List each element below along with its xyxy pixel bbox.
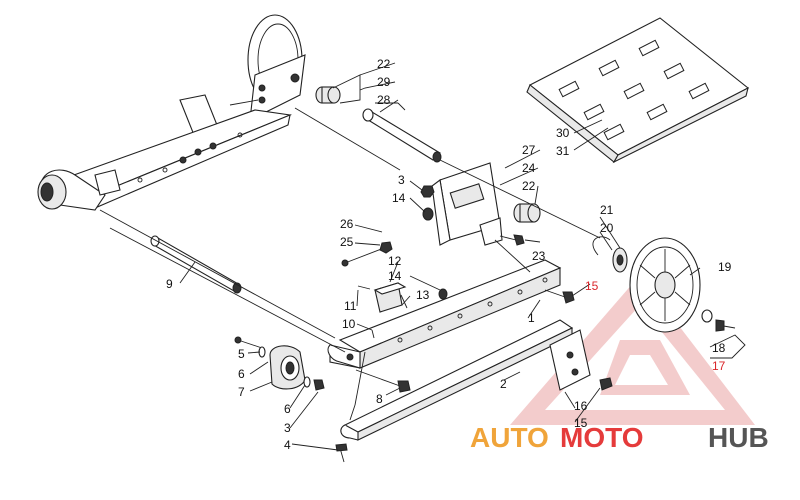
watermark-moto: MOTO: [560, 422, 643, 453]
bolt-4: [335, 443, 348, 463]
assembly-lines: [99, 107, 601, 421]
callout-4: 4: [284, 438, 291, 452]
callout-2: 2: [500, 377, 507, 391]
callout-9: 9: [166, 277, 173, 291]
callout-labels: 22 29 28 27 24 22 3 14 23 26 25 21 20 19…: [166, 57, 732, 452]
callout-20: 20: [600, 221, 614, 235]
wear-strip-2: [340, 319, 574, 441]
bushing-29: [315, 86, 341, 104]
watermark-hub: HUB: [708, 422, 769, 453]
washer-18: [701, 309, 713, 323]
callout-25: 25: [340, 235, 354, 249]
callout-21: 21: [600, 203, 614, 217]
stopper-block-12: [373, 282, 407, 313]
callout-12: 12: [388, 254, 402, 268]
washer-14-lower: [438, 288, 448, 300]
callout-6-right: 6: [284, 402, 291, 416]
slide-rail-1: [327, 259, 562, 369]
callout-23: 23: [532, 249, 546, 263]
callout-24: 24: [522, 161, 536, 175]
nut-3-upper: [420, 185, 435, 198]
callout-8: 8: [376, 392, 383, 406]
center-bracket: [431, 162, 503, 246]
callout-3-top: 3: [398, 173, 405, 187]
callout-14-mid: 14: [388, 269, 402, 283]
callout-27: 27: [522, 143, 536, 157]
bolt-5: [237, 339, 263, 349]
callout-30: 30: [556, 126, 570, 140]
screw-11: [357, 285, 371, 290]
bushing-22: [513, 203, 541, 223]
callout-13: 13: [416, 288, 430, 302]
pin-10: [371, 329, 375, 339]
callout-28: 28: [377, 93, 391, 107]
cross-shaft-9: [150, 235, 242, 294]
rail-beam-top: [58, 109, 293, 196]
callout-15-lower: 15: [574, 416, 588, 430]
bolt-25-26: [341, 241, 393, 267]
callout-3-lower: 3: [284, 421, 291, 435]
callout-22-top: 22: [377, 57, 391, 71]
washer-14-upper: [422, 207, 434, 221]
left-rail-assembly: [37, 14, 306, 211]
wheel-bracket: [249, 54, 306, 121]
watermark-auto: AUTO: [470, 422, 549, 453]
washer-6-right: [303, 376, 311, 388]
callout-15-upper: 15: [585, 279, 599, 293]
callout-29: 29: [377, 75, 391, 89]
watermark-triangle: [510, 275, 755, 425]
bolt-8: [355, 369, 411, 393]
callout-6-left: 6: [238, 367, 245, 381]
watermark-text: AUTO MOTO HUB: [470, 422, 769, 453]
callout-16: 16: [574, 399, 588, 413]
rear-idler-wheel-19: [629, 237, 701, 333]
axle-shaft: [362, 108, 442, 163]
bolt-23: [499, 234, 525, 246]
callout-31: 31: [556, 144, 570, 158]
callout-1: 1: [528, 311, 535, 325]
track-section: [526, 17, 750, 164]
callout-18: 18: [712, 341, 726, 355]
callout-10: 10: [342, 317, 356, 331]
callout-26: 26: [340, 217, 354, 231]
snap-ring-21: [592, 236, 611, 256]
bumper-7: [269, 345, 306, 390]
bolt-17: [715, 319, 736, 332]
callout-14-top: 14: [392, 191, 406, 205]
callout-22-mid: 22: [522, 179, 536, 193]
leader-lines: [179, 62, 746, 451]
nut-3-lower: [313, 379, 325, 391]
callout-17: 17: [712, 359, 726, 373]
rear-bracket-16: [549, 329, 591, 391]
callout-19: 19: [718, 260, 732, 274]
bolt-15-upper: [544, 289, 575, 304]
callout-11: 11: [344, 299, 357, 313]
bolt-15-lower: [599, 377, 613, 391]
callout-5: 5: [238, 347, 245, 361]
callout-7: 7: [238, 385, 245, 399]
